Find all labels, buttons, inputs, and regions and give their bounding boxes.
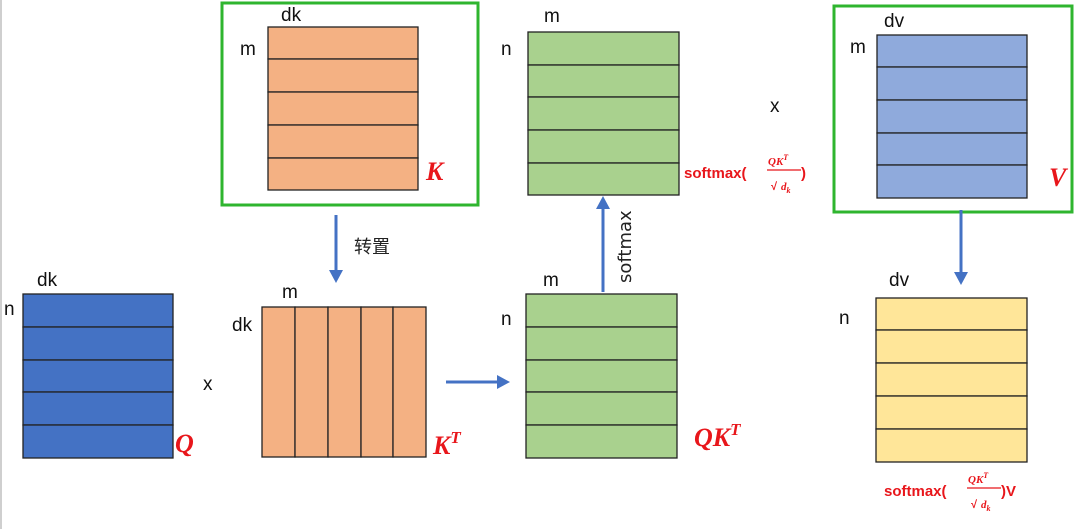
svg-text:softmax(: softmax( <box>884 483 947 500</box>
svg-text:softmax(: softmax( <box>684 165 747 182</box>
output-rows-label: n <box>839 308 850 329</box>
transpose-arrowhead <box>329 270 343 283</box>
v-name: V <box>1049 163 1069 192</box>
qkt-rows-label: n <box>501 309 512 330</box>
svg-text:): ) <box>801 165 806 182</box>
q-cols-label: dk <box>37 270 58 291</box>
svg-text:dk: dk <box>981 499 991 513</box>
v-matrix <box>876 34 1028 199</box>
qkt-cols-label: m <box>543 270 559 291</box>
v-highlight-frame <box>832 4 1074 214</box>
softmax-formula-num: QKT <box>768 153 789 168</box>
softmax-rows-label: n <box>501 39 512 60</box>
qkt-name: QKT <box>694 420 741 452</box>
kt-name: KT <box>432 428 461 460</box>
product-arrowhead <box>497 375 510 389</box>
output-formula: softmax( QKT √ dk )V <box>884 471 1016 513</box>
softmax-formula: softmax( QKT √ dk ) <box>684 153 806 195</box>
svg-text:√: √ <box>771 181 778 193</box>
kt-matrix <box>261 306 427 458</box>
multiply-sign-2: x <box>770 96 780 117</box>
v-cols-label: dv <box>884 11 905 32</box>
softmax-matrix <box>527 31 680 196</box>
qkt-matrix <box>525 293 678 459</box>
k-rows-label: m <box>240 39 256 60</box>
softmax-arrow-label: softmax <box>615 210 636 283</box>
k-name: K <box>425 157 445 186</box>
k-cols-label: dk <box>281 5 302 26</box>
kt-rows-label: dk <box>232 315 253 336</box>
svg-text:)V: )V <box>1001 483 1016 500</box>
output-cols-label: dv <box>889 270 910 291</box>
softmax-cols-label: m <box>544 6 560 27</box>
q-rows-label: n <box>4 299 15 320</box>
softmax-arrowhead <box>596 196 610 209</box>
svg-text:√: √ <box>971 499 978 511</box>
kt-cols-label: m <box>282 282 298 303</box>
svg-text:dk: dk <box>781 181 791 195</box>
k-highlight-frame <box>220 1 480 207</box>
multiply-sign-1: x <box>203 374 213 395</box>
v-rows-label: m <box>850 37 866 58</box>
q-name: Q <box>175 429 194 458</box>
transpose-label: 转置 <box>354 237 390 258</box>
k-matrix <box>267 26 419 191</box>
output-arrowhead <box>954 272 968 285</box>
svg-text:QKT: QKT <box>968 471 989 486</box>
q-matrix <box>22 293 174 459</box>
output-matrix <box>875 297 1028 463</box>
